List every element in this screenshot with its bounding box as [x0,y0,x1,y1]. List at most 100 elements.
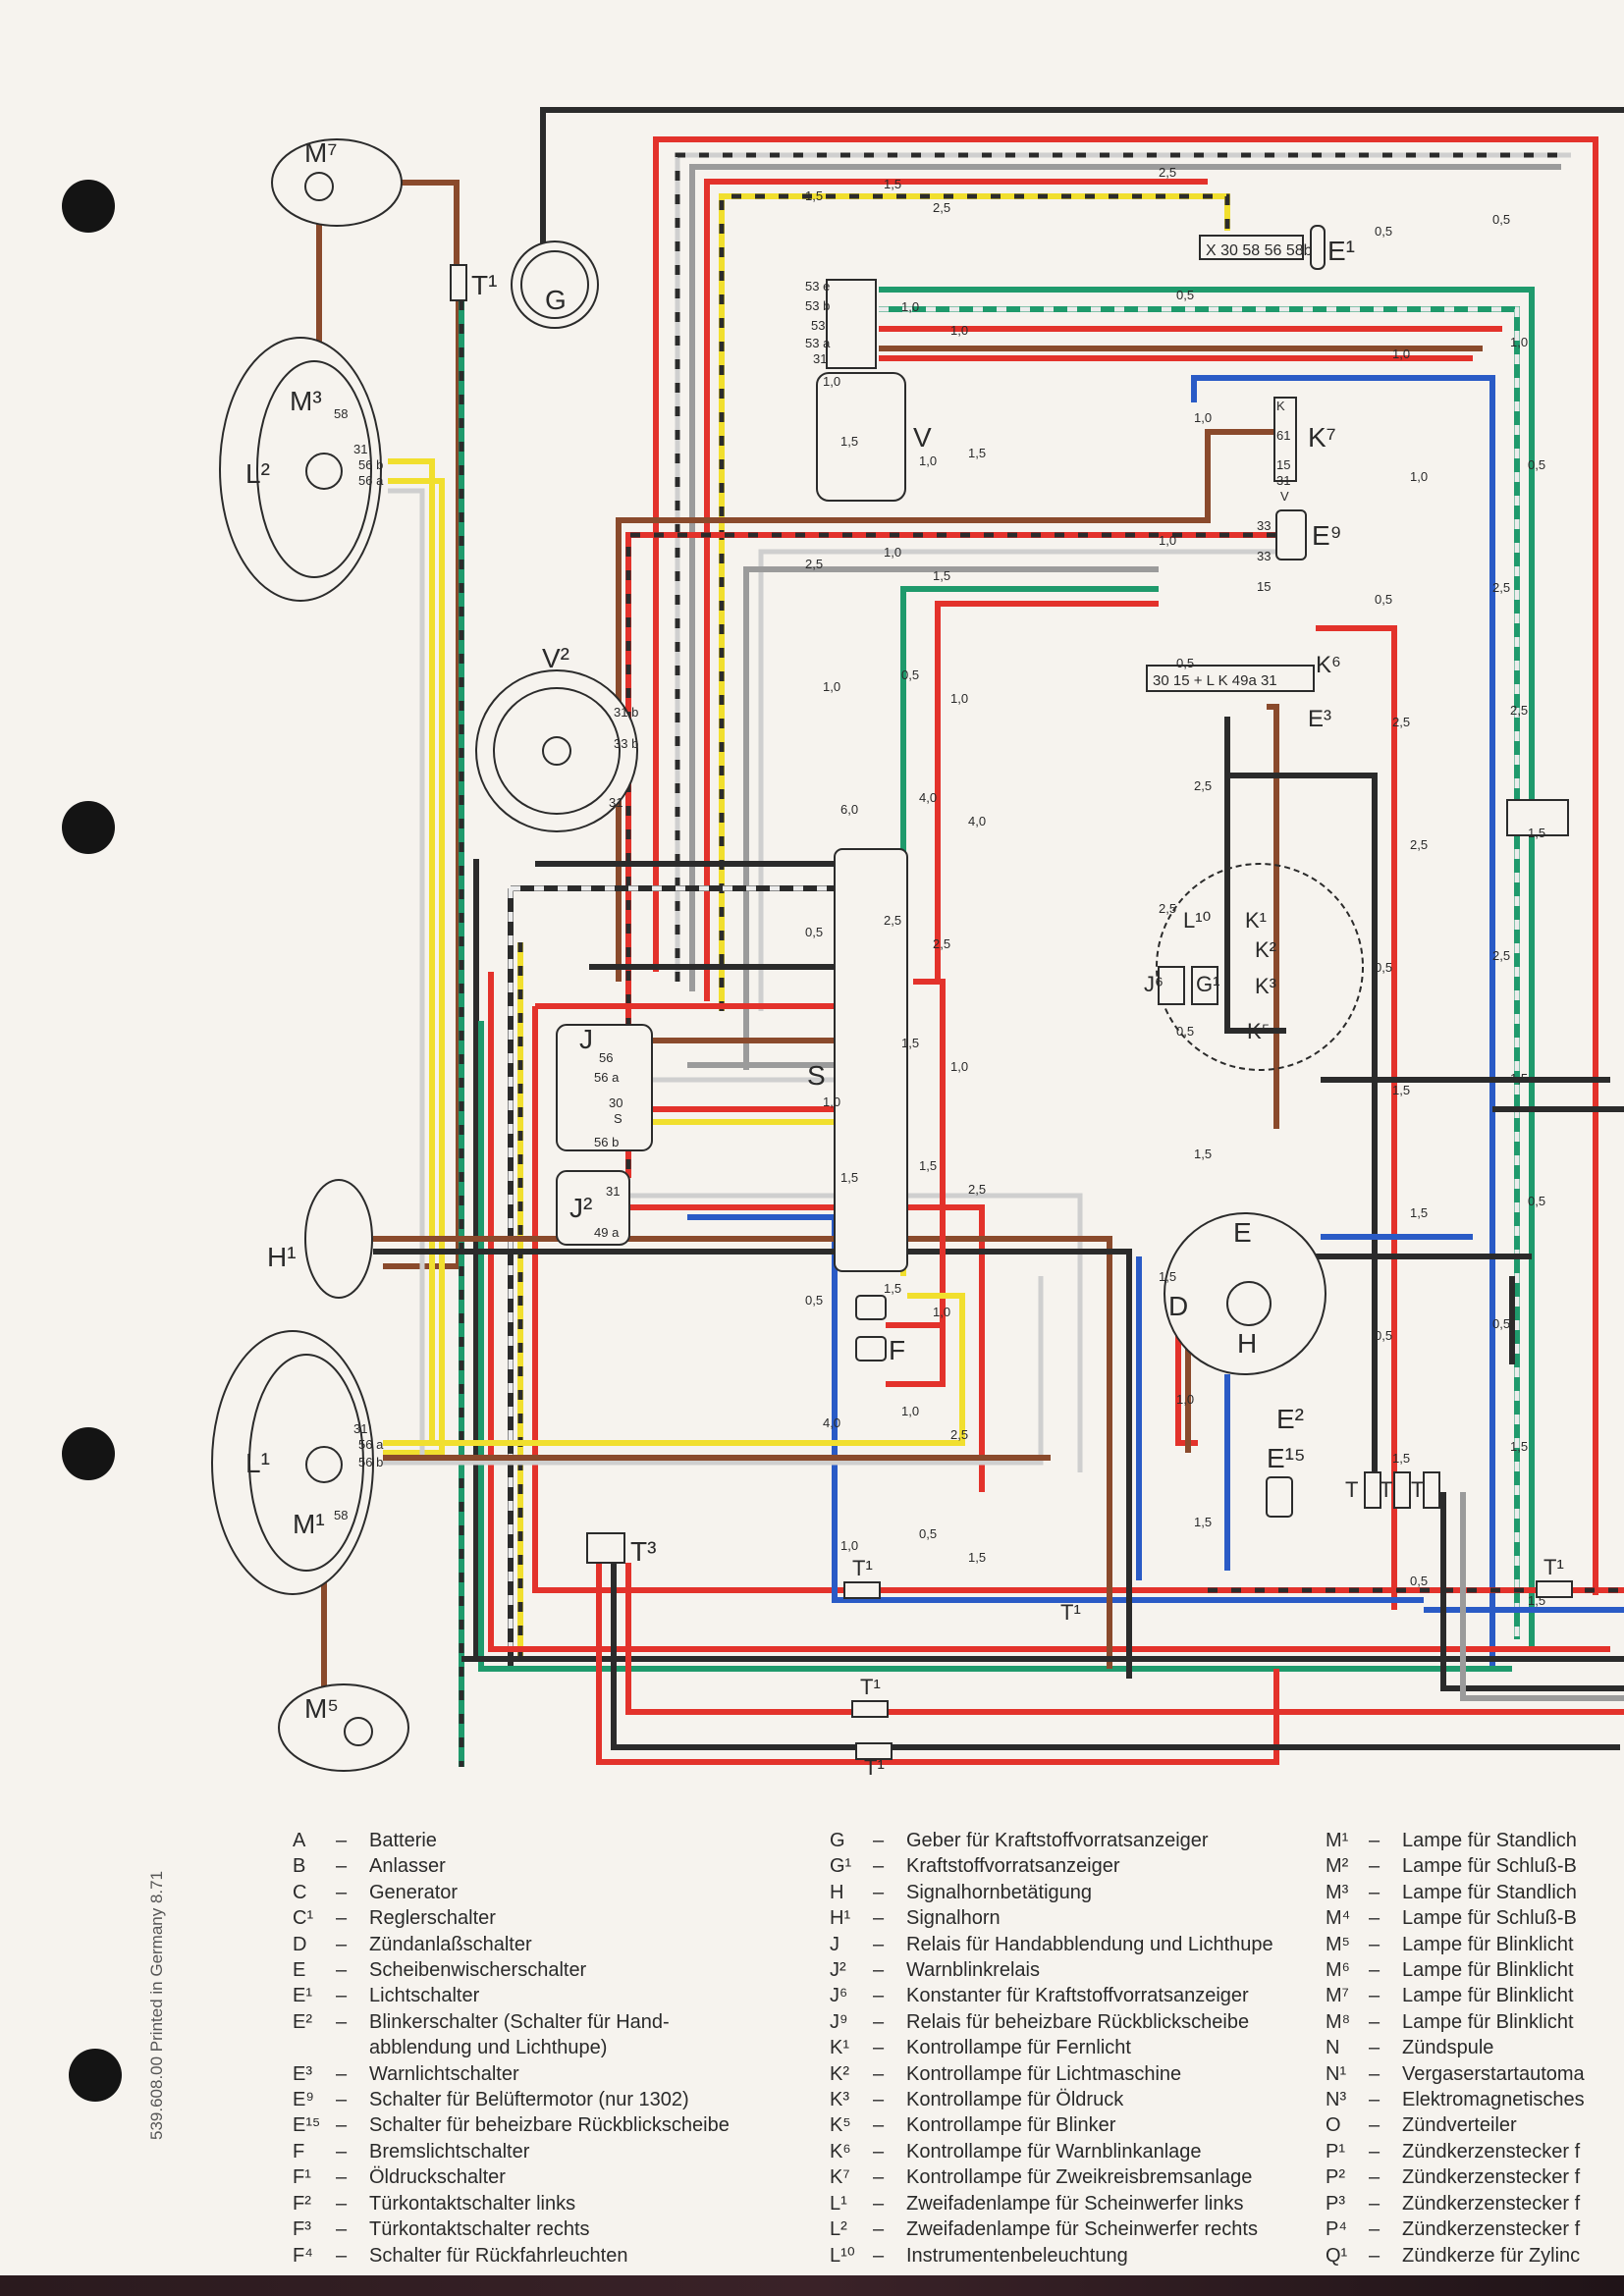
legend-item: M⁷–Lampe für Blinklicht [1326,1983,1624,2008]
legend-item: E³–Warnlichtschalter [293,2061,803,2087]
label-j2: J² [569,1193,592,1223]
pin-label: 53 a [805,336,831,350]
legend-code: O [1326,2114,1341,2137]
legend-text: Vergaserstartautoma [1402,2062,1585,2085]
wire-gauge-label: 2,5 [1410,837,1428,852]
legend-dash: – [336,2114,348,2137]
legend-dash: – [336,2192,348,2215]
headlight-l1 [211,1330,374,1595]
wire-brown [616,429,1274,982]
legend-text: Lampe für Blinklicht [1402,1959,1574,1982]
wire-red [625,1563,1624,1715]
wire-gauge-label: 2,5 [1194,778,1212,793]
wire-green [900,586,1159,962]
terminal-strip [1146,665,1315,692]
legend-code: L¹⁰ [830,2244,855,2267]
legend-item: C–Generator [293,1880,803,1905]
legend-code: K⁵ [830,2114,851,2137]
legend-code: P⁴ [1326,2218,1347,2241]
switch-e15 [1266,1476,1293,1518]
wire-gauge-label: 1,5 [1392,1083,1410,1097]
wires [316,107,1624,1767]
label-e15: E¹⁵ [1267,1443,1306,1473]
legend-code: N³ [1326,2089,1347,2111]
pin-label: 31 [606,1184,620,1199]
pin-label: 33 [1257,518,1271,533]
legend-code: F³ [293,2218,311,2241]
legend-code: J⁶ [830,1985,848,2007]
label-l10: L¹⁰ [1183,908,1212,933]
wire-gauge-label: 0,5 [1528,457,1545,472]
legend-item: H¹–Signalhorn [830,1905,1321,1931]
legend-text: Warnlichtschalter [369,2062,519,2085]
label-t1: T¹ [860,1675,881,1699]
legend-code: C¹ [293,1907,314,1930]
wire-gauge-label: 2,5 [1392,715,1410,729]
legend-text: Elektromagnetisches [1402,2089,1585,2111]
legend-code: M⁸ [1326,2010,1351,2033]
wire-gauge-label: 0,5 [1176,1024,1194,1039]
legend-dash: – [1369,1830,1380,1851]
wire-gauge-label: 1,5 [840,434,858,449]
wire-brown [1267,704,1279,1129]
label-e3: E³ [1308,706,1331,732]
wire-gauge-label: 0,5 [1492,1316,1510,1331]
wire-white [758,549,1276,1011]
legend-dash: – [336,2218,348,2241]
legend-item: K²–Kontrollampe für Lichtmaschine [830,2061,1321,2087]
wire-gauge-label: 0,5 [1176,288,1194,302]
label-s: S [807,1060,826,1091]
pin-label: 56 a [594,1070,620,1085]
legend-item: K³–Kontrollampe für Öldruck [830,2087,1321,2112]
component-labels: M⁷ T¹ G L² M³ X 30 58 56 58b E¹ V K⁷ E⁹ … [245,137,1564,1780]
legend-text: Blinkerschalter (Schalter für Hand- [369,2010,670,2033]
legend-item: D–Zündanlaßschalter [293,1932,803,1957]
legend-item: J–Relais für Handabblendung und Lichthup… [830,1932,1321,1957]
pin-label: 33 b [614,736,638,751]
legend-code: M¹ [1326,1830,1349,1851]
legend-code: H [830,1881,844,1903]
binder-hole [62,801,115,854]
wire-red [532,1003,1610,1593]
legend-item: F⁴–Schalter für Rückfahrleuchten [293,2243,803,2269]
fuse-box-s [834,848,908,1272]
wire-blue [1224,1374,1624,1613]
label-v2: V² [542,643,569,673]
label-g1: G¹ [1196,972,1219,996]
wire-gauge-label: 1,0 [1392,347,1410,361]
wire-gauge-label: 1,0 [901,299,919,314]
legend-item: E⁹–Schalter für Belüftermotor (nur 1302) [293,2087,803,2112]
legend-text: Lampe für Schluß-B [1402,1907,1577,1930]
legend-code: G¹ [830,1855,852,1878]
legend-text: Lampe für Blinklicht [1402,2010,1574,2033]
wire-gauge-label: 0,5 [805,925,823,939]
pin-label: 53 [811,318,825,333]
legend-dash: – [873,2192,885,2215]
light-switch-e1-knob [1310,225,1326,270]
legend-item: L¹⁰–Instrumentenbeleuchtung [830,2243,1321,2269]
legend-item: N³–Elektromagnetisches [1326,2087,1624,2112]
legend-code: E³ [293,2062,312,2085]
binder-hole [62,1427,115,1480]
legend-text: Schalter für Belüftermotor (nur 1302) [369,2089,689,2111]
legend-dash: – [1369,1959,1380,1982]
wire-gauge-label: 1,5 [1510,1071,1528,1086]
label-m1: M¹ [293,1509,325,1539]
legend-dash: – [1369,2192,1380,2215]
label-k5: K⁵ [1247,1019,1271,1043]
legend-dash: – [1369,2062,1380,2085]
legend-text: Schalter für beheizbare Rückblickscheibe [369,2114,730,2137]
legend-dash: – [1369,2037,1380,2059]
legend-dash: – [873,2218,885,2241]
legend-text: Kontrollampe für Fernlicht [906,2037,1131,2059]
legend-item: P¹–Zündkerzenstecker f [1326,2139,1624,2164]
wire-gauge-label: 0,5 [1375,592,1392,607]
label-t1: T¹ [471,270,497,300]
horn-h1 [304,1179,373,1299]
label-t1: T¹ [852,1556,873,1580]
fuel-sender-g-inner [520,250,589,319]
wire-blue [1191,375,1495,1669]
pin-label: 31 [353,1421,367,1436]
legend-text: Lichtschalter [369,1985,480,2007]
label-h: H [1237,1328,1257,1359]
